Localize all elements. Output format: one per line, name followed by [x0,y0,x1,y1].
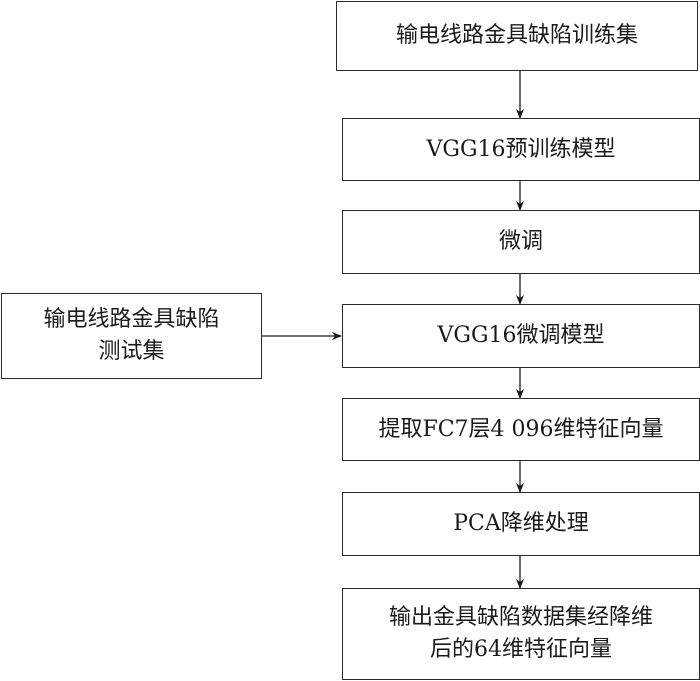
node-test-set: 输电线路金具缺陷 测试集 [1,293,262,379]
node-label: 微调 [498,229,543,254]
node-label: 提取FC7层4 096维特征向量 [378,416,664,442]
node-finetune: 微调 [342,210,700,274]
node-label: 输电线路金具缺陷训练集 [395,23,638,48]
node-label: VGG16微调模型 [437,323,605,348]
node-finetuned-model: VGG16微调模型 [342,304,700,368]
node-label-line-1: 输出金具缺陷数据集经降维 [388,605,653,630]
node-pca: PCA降维处理 [342,492,700,556]
node-train-set: 输电线路金具缺陷训练集 [336,1,698,71]
node-label: PCA降维处理 [453,511,589,536]
node-label-line-2: 测试集 [98,339,165,364]
node-output: 输出金具缺陷数据集经降维 后的64维特征向量 [342,588,700,680]
node-feature-extract: 提取FC7层4 096维特征向量 [342,398,700,461]
node-pretrained-model: VGG16预训练模型 [342,118,700,181]
node-label: VGG16预训练模型 [426,136,616,162]
node-label-line-2: 后的64维特征向量 [430,637,612,662]
node-label-line-1: 输电线路金具缺陷 [43,307,220,332]
